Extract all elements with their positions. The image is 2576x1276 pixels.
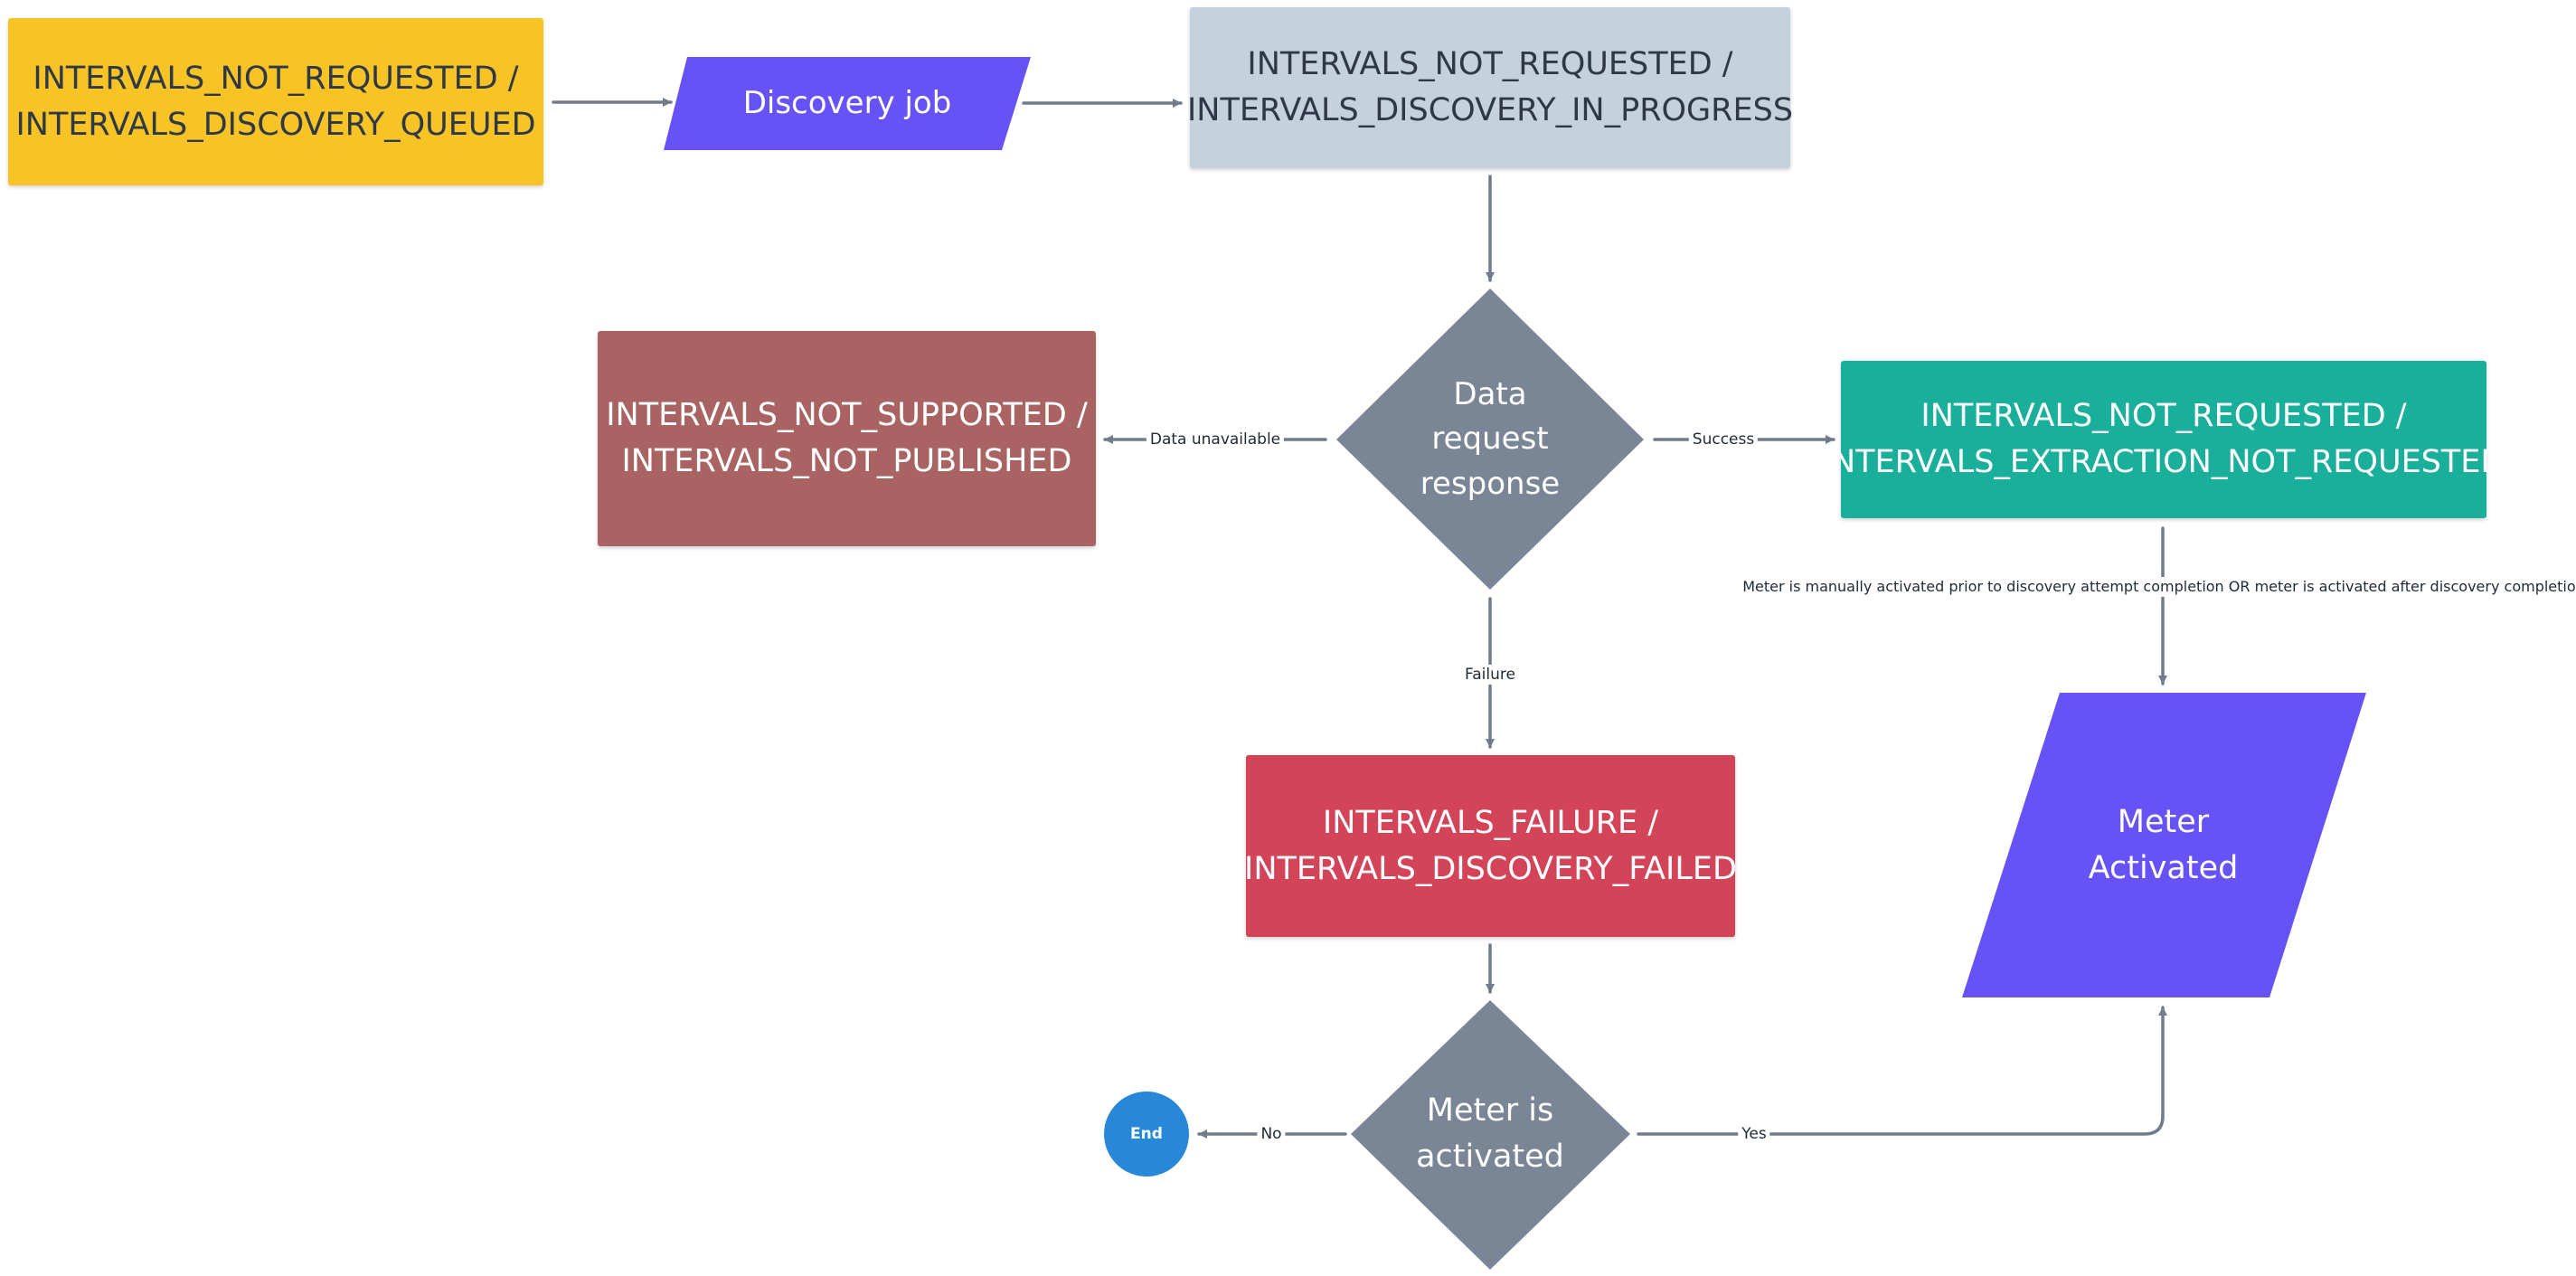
not-supported-node-line1: INTERVALS_NOT_SUPPORTED / bbox=[606, 397, 1088, 434]
edge-label-data-unavailable: Data unavailable bbox=[1146, 430, 1285, 449]
meter-activated-label: Meter Activated bbox=[2025, 778, 2301, 913]
intervals-discovery-failed-node[interactable]: INTERVALS_FAILURE / INTERVALS_DISCOVERY_… bbox=[1244, 755, 1737, 937]
intervals-not-supported-node[interactable]: INTERVALS_NOT_SUPPORTED / INTERVALS_NOT_… bbox=[598, 331, 1096, 546]
meter-activated-shape[interactable] bbox=[1962, 693, 2366, 997]
not-supported-node-line2: INTERVALS_NOT_PUBLISHED bbox=[621, 443, 1072, 479]
in-progress-node-line2: INTERVALS_DISCOVERY_IN_PROGRESS bbox=[1186, 92, 1794, 128]
meter-activated-line2: Activated bbox=[2088, 850, 2239, 886]
end-label: End bbox=[1130, 1124, 1163, 1143]
edge-label-success: Success bbox=[1688, 430, 1759, 449]
data-request-line2: request bbox=[1431, 421, 1549, 458]
edge-label-failure: Failure bbox=[1461, 665, 1519, 685]
meter-is-activated-line2: activated bbox=[1416, 1139, 1564, 1175]
meter-is-activated-decision-shape[interactable] bbox=[1351, 1000, 1630, 1270]
intervals-discovery-queued-node[interactable]: INTERVALS_NOT_REQUESTED / INTERVALS_DISC… bbox=[8, 18, 543, 185]
edge-label-activation-note: Meter is manually activated prior to dis… bbox=[1739, 577, 2576, 597]
meter-is-activated-line1: Meter is bbox=[1426, 1092, 1554, 1129]
edge-label-yes: Yes bbox=[1738, 1124, 1770, 1144]
meter-is-activated-label: Meter is activated bbox=[1400, 1076, 1581, 1192]
data-request-decision-shape[interactable] bbox=[1336, 288, 1644, 590]
end-terminator-shape[interactable] bbox=[1104, 1092, 1189, 1177]
queued-node-line1: INTERVALS_NOT_REQUESTED / bbox=[33, 60, 519, 97]
failure-node-line1: INTERVALS_FAILURE / bbox=[1322, 804, 1659, 841]
extraction-node-line1: INTERVALS_NOT_REQUESTED / bbox=[1920, 398, 2407, 435]
data-request-line1: Data bbox=[1453, 376, 1527, 413]
data-request-response-label: Data request response bbox=[1382, 362, 1599, 517]
queued-node-line2: INTERVALS_DISCOVERY_QUEUED bbox=[15, 106, 536, 143]
data-request-line3: response bbox=[1420, 465, 1561, 502]
intervals-discovery-in-progress-node[interactable]: INTERVALS_NOT_REQUESTED / INTERVALS_DISC… bbox=[1186, 7, 1794, 168]
extraction-node-line2: INTERVALS_EXTRACTION_NOT_REQUESTED bbox=[1822, 444, 2505, 480]
discovery-job-label: Discovery job bbox=[742, 84, 952, 121]
edge-meter-decision-to-meter-activated bbox=[1637, 1006, 2167, 1136]
in-progress-node-line1: INTERVALS_NOT_REQUESTED / bbox=[1247, 46, 1733, 83]
edge-label-no: No bbox=[1257, 1124, 1286, 1144]
discovery-job-shape[interactable] bbox=[664, 57, 1031, 150]
failure-node-line2: INTERVALS_DISCOVERY_FAILED bbox=[1244, 850, 1737, 887]
intervals-extraction-not-requested-node[interactable]: INTERVALS_NOT_REQUESTED / INTERVALS_EXTR… bbox=[1823, 361, 2505, 518]
meter-activated-line1: Meter bbox=[2117, 804, 2210, 841]
